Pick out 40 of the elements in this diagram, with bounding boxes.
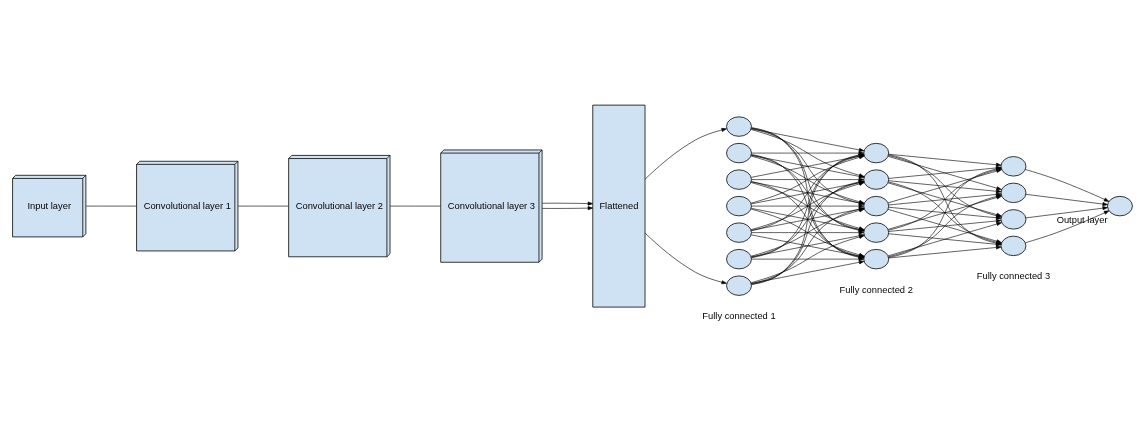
- arrow: [644, 232, 727, 285]
- node-circle: [863, 222, 890, 243]
- arrow: [751, 204, 864, 209]
- arrow: [644, 128, 727, 180]
- arrow: [751, 260, 865, 284]
- arrow: [542, 206, 593, 211]
- node-label: Output layer: [1056, 215, 1108, 226]
- node-circle: [726, 169, 752, 190]
- node-circle: [726, 249, 752, 270]
- label: Fully connected 2: [839, 284, 913, 295]
- arrow: [751, 177, 864, 182]
- node-circle: [863, 169, 890, 190]
- arrow: [542, 201, 593, 206]
- arrow: [888, 245, 1002, 259]
- node-circle: [726, 195, 752, 217]
- label: Fully connected 3: [976, 271, 1051, 282]
- node-circle: [863, 142, 890, 164]
- node-circle: [726, 116, 752, 137]
- arrow: [888, 219, 1002, 232]
- arrow: [1025, 169, 1110, 202]
- arrow: [1025, 206, 1108, 219]
- node-circle: [726, 142, 752, 164]
- label: Fully connected 1: [702, 311, 776, 322]
- node-circle: [863, 195, 890, 217]
- node-ellipse: [1107, 195, 1133, 217]
- connector: [85, 205, 137, 207]
- node-circle: [726, 275, 752, 296]
- connector: [237, 205, 289, 207]
- node-circle: [1000, 156, 1027, 177]
- node-circle: [1000, 182, 1027, 203]
- node-circle: [726, 222, 752, 243]
- node-circle: [1000, 235, 1027, 256]
- connector: [389, 205, 441, 207]
- arrow: [1025, 210, 1110, 243]
- node-box: Flattened: [592, 104, 646, 308]
- arrow: [888, 180, 1002, 194]
- node-circle: [863, 249, 890, 270]
- arrow: [1025, 194, 1108, 206]
- arrow: [888, 153, 1002, 167]
- node-circle: [1000, 209, 1027, 230]
